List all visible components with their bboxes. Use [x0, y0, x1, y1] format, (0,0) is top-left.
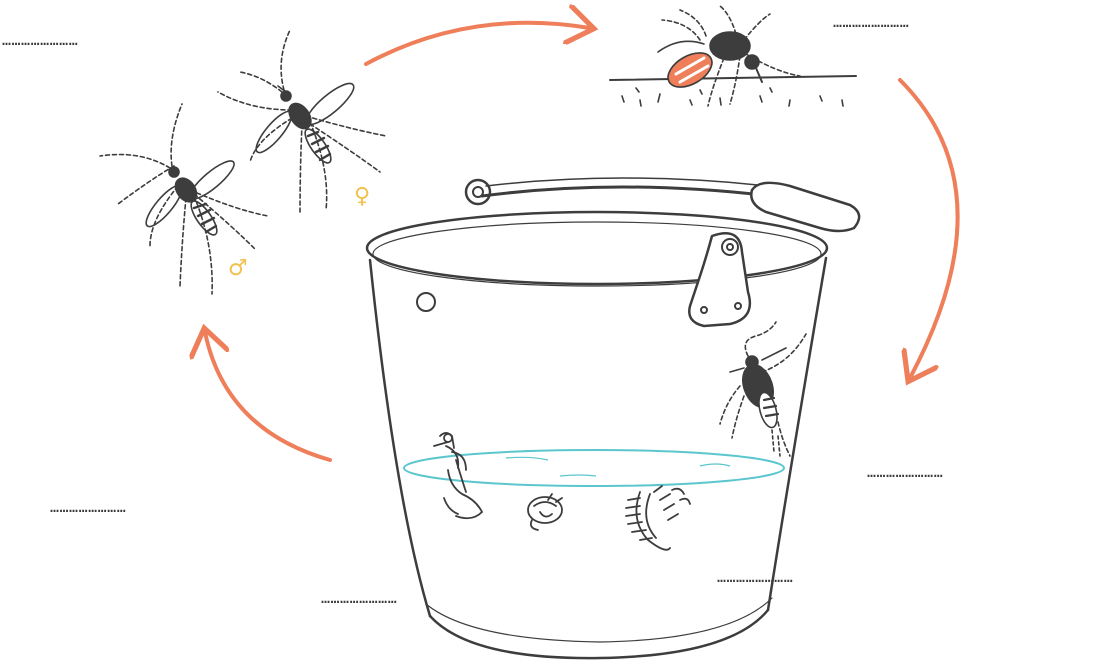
label-blank-egg-laying: …………………… — [867, 464, 943, 480]
bucket-bottom — [430, 610, 768, 658]
label-blank-pupa: …………………… — [321, 590, 397, 606]
label-blank-adults: …………………… — [2, 32, 78, 48]
label-blank-feeding: …………………… — [833, 14, 909, 30]
emerging-adult-icon — [434, 433, 482, 518]
arrow-pupa-to-adults — [205, 332, 330, 460]
male-symbol: ♂ — [228, 258, 248, 280]
mosquito-feeding-icon — [610, 6, 856, 106]
bucket-left-side — [370, 260, 430, 616]
bucket-icon — [367, 178, 859, 658]
arrow-feeding-to-egg-laying — [900, 80, 958, 378]
bucket-bracket — [689, 233, 750, 326]
pupa-icon — [528, 494, 562, 530]
female-symbol: ♀ — [354, 186, 370, 208]
mosquito-egg-laying-icon — [720, 322, 806, 456]
arrow-adults-to-feeding — [366, 23, 590, 64]
skin-surface — [610, 76, 856, 80]
larva-icon — [626, 486, 690, 550]
cycle-arrows — [205, 23, 958, 460]
bucket-right-side — [768, 258, 826, 610]
label-blank-emergence: …………………… — [50, 499, 126, 515]
label-blank-larva: …………………… — [717, 569, 793, 585]
bucket-rim — [367, 212, 827, 284]
